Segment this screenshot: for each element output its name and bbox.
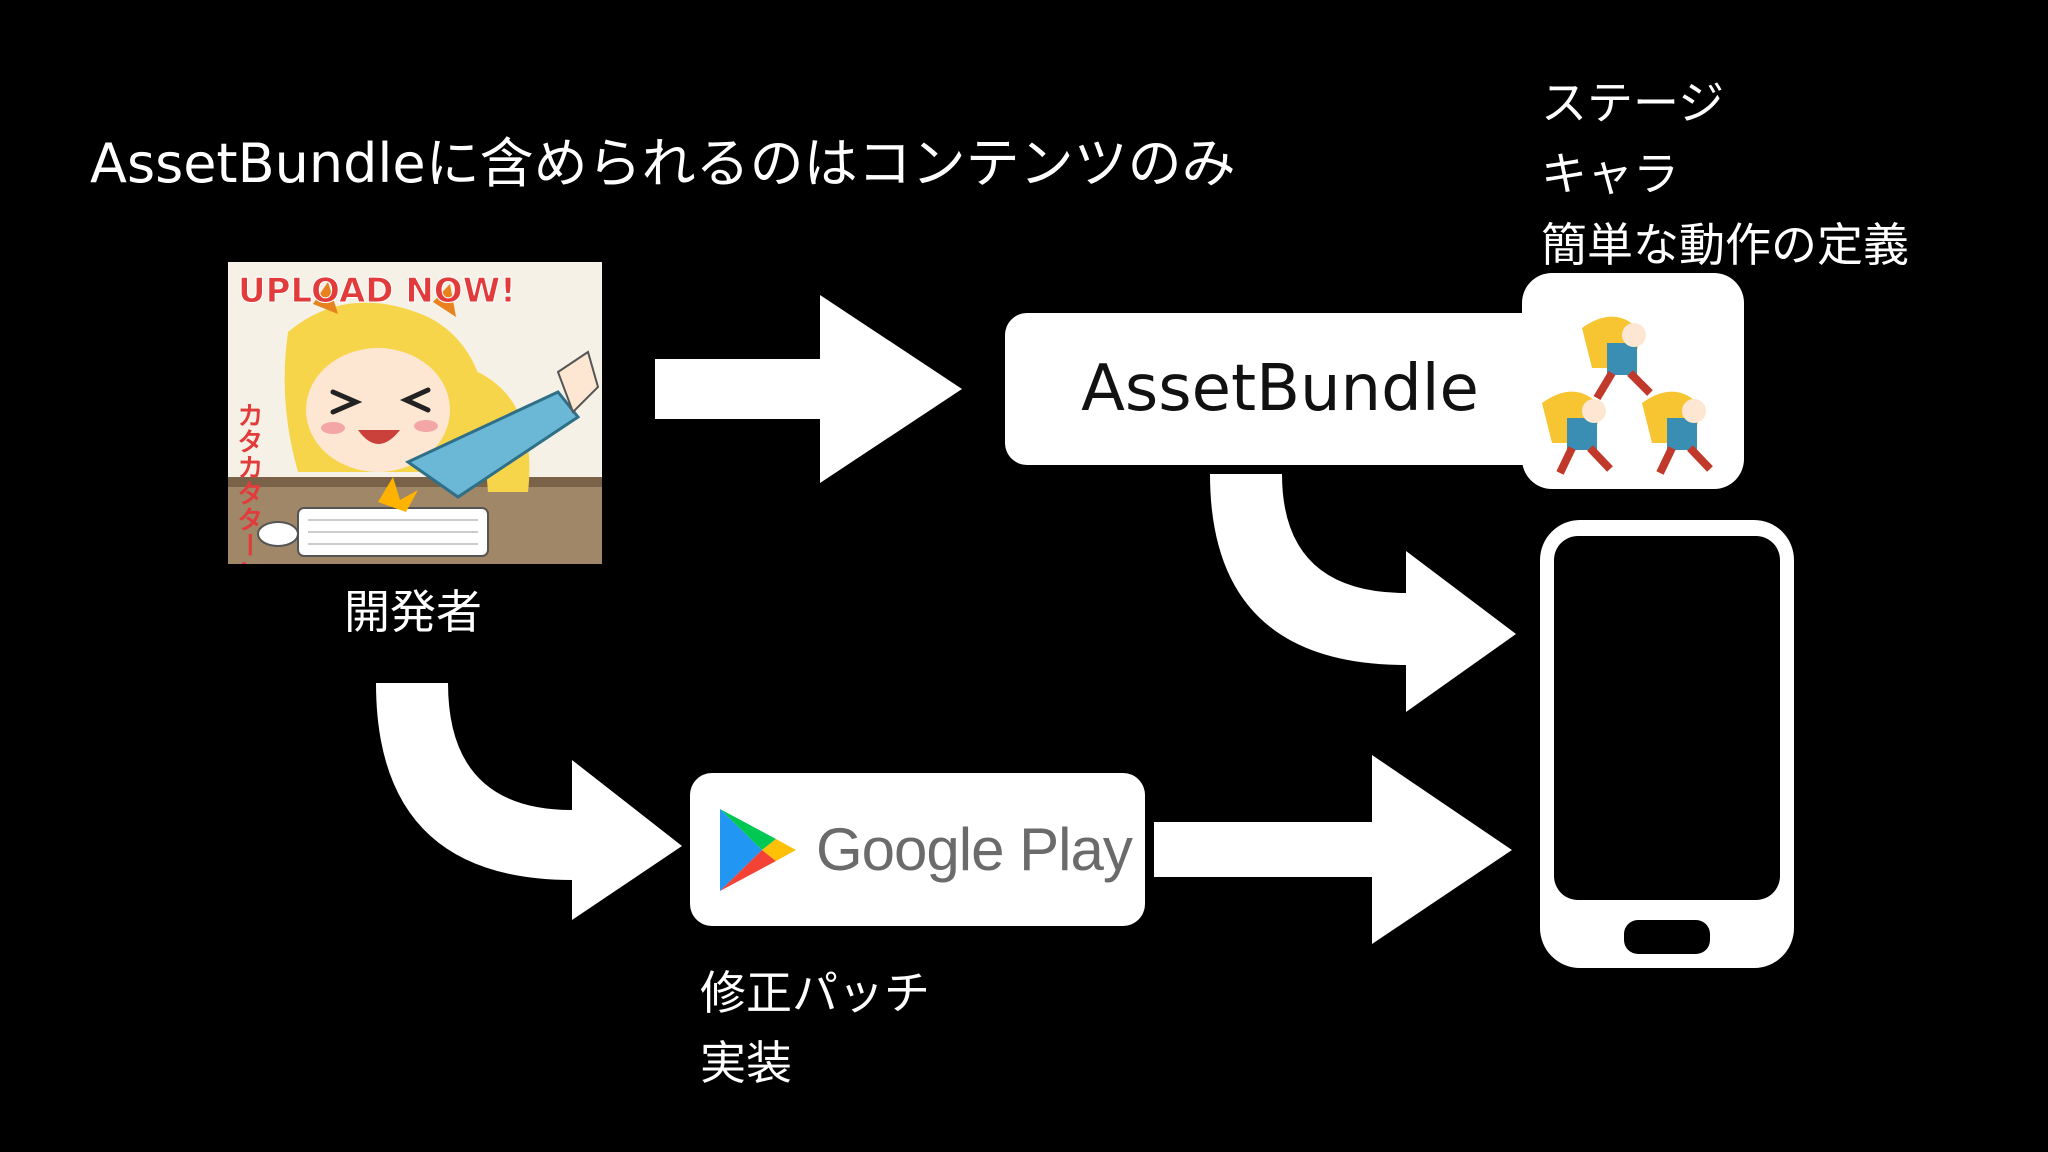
arrow-dev-to-googleplay — [376, 683, 682, 920]
running-character-sprite — [1542, 392, 1610, 473]
google-play-icon — [712, 805, 802, 895]
patch-note-fix: 修正パッチ — [700, 958, 930, 1028]
arrow-assetbundle-to-phone — [1210, 474, 1516, 712]
contents-note-character: キャラ — [1541, 139, 1909, 210]
contents-note-stage: ステージ — [1541, 68, 1909, 139]
contents-note-behavior: 簡単な動作の定義 — [1541, 210, 1909, 281]
phone-screen — [1554, 536, 1780, 900]
character-sprites-tile — [1522, 273, 1744, 489]
google-play-box: Google Play — [690, 773, 1145, 926]
phone-home-button — [1624, 920, 1710, 954]
assetbundle-label: AssetBundle — [1081, 352, 1479, 426]
arrow-googleplay-to-phone — [1154, 755, 1512, 944]
running-character-sprite — [1582, 317, 1650, 398]
patch-note-implement: 実装 — [700, 1028, 930, 1098]
arrow-dev-to-assetbundle — [655, 295, 962, 483]
contents-notes: ステージ キャラ 簡単な動作の定義 — [1541, 68, 1909, 281]
smartphone-icon — [1540, 520, 1794, 968]
assetbundle-box: AssetBundle — [1005, 313, 1555, 465]
google-play-label: Google Play — [816, 815, 1132, 884]
running-character-sprite — [1642, 392, 1710, 473]
patch-notes: 修正パッチ 実装 — [700, 958, 930, 1098]
